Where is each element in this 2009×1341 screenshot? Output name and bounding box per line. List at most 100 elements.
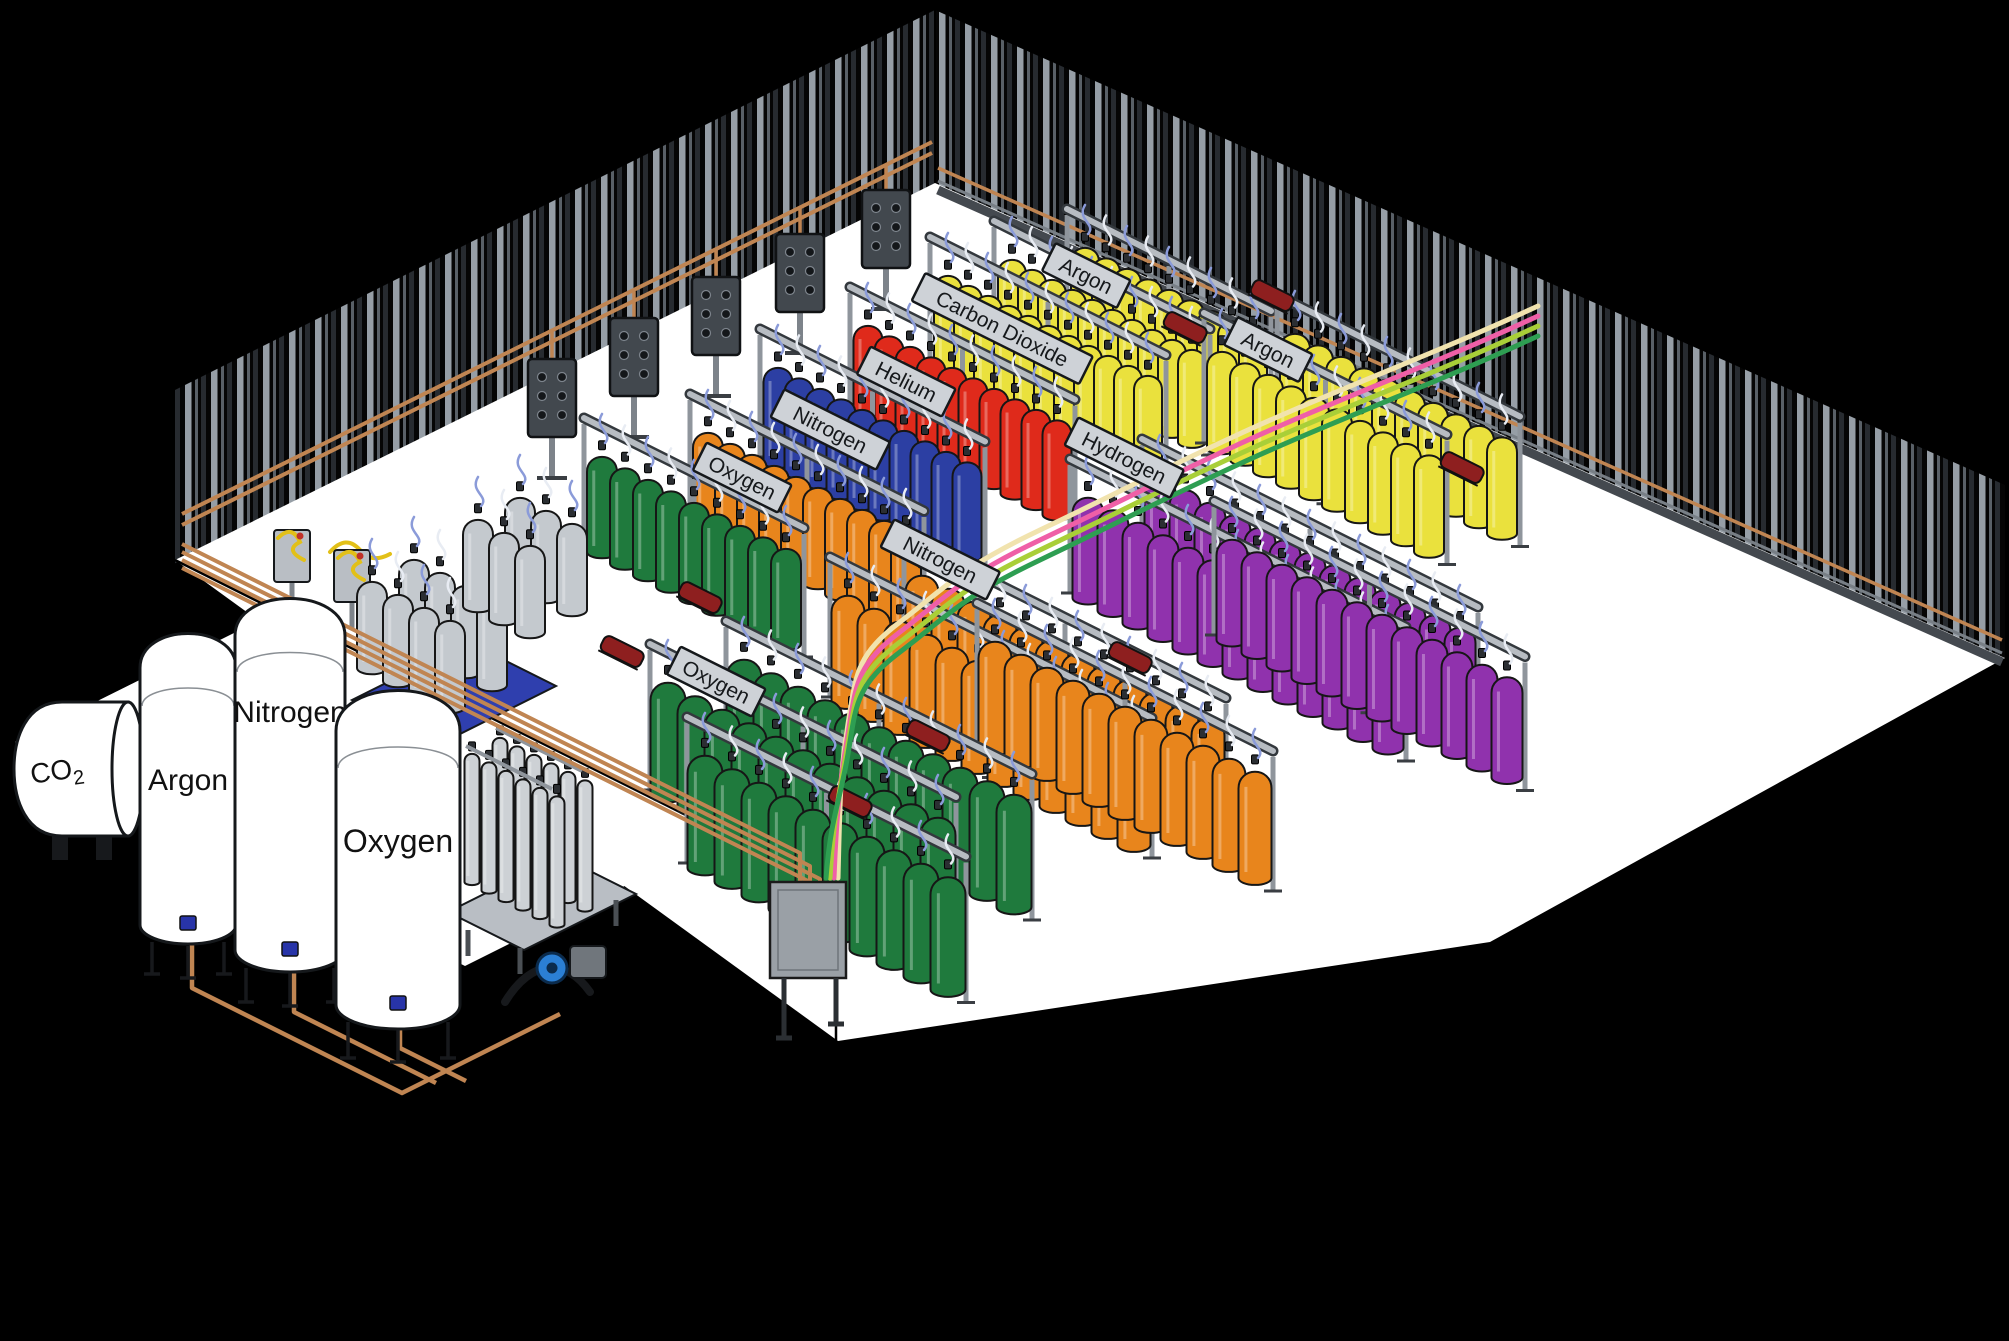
tank-legs	[238, 968, 342, 1008]
fill-hose	[1278, 520, 1289, 553]
station-indicator	[356, 552, 364, 560]
cylinder-valve	[837, 383, 845, 394]
fill-hose	[917, 819, 928, 852]
fill-hose	[799, 706, 810, 738]
gas-cylinder	[531, 786, 549, 921]
panel-gauge	[700, 327, 712, 339]
fill-hose	[836, 454, 847, 487]
tank-legs	[144, 942, 232, 980]
fill-hose	[667, 447, 678, 479]
fill-hose	[1095, 649, 1106, 682]
fill-hose	[1218, 307, 1229, 340]
pump-motor	[569, 945, 607, 979]
fill-hose	[1053, 376, 1064, 408]
fill-hose	[1121, 662, 1132, 695]
rack-manifold-bar	[495, 726, 583, 773]
fill-cart	[675, 581, 723, 617]
manifold-rail-face	[827, 554, 1155, 721]
sign-plate	[692, 441, 793, 514]
pump-unit	[501, 945, 607, 1006]
cylinder-valve	[1074, 636, 1082, 647]
fill-manifold-panel	[526, 331, 578, 480]
gas-cylinder	[995, 793, 1033, 916]
fill-hose	[420, 563, 431, 596]
gas-cylinder	[1413, 454, 1445, 559]
panel-gauge	[890, 202, 902, 214]
panel-gauge	[536, 371, 548, 383]
fill-hose	[1306, 508, 1317, 541]
fill-hose	[1081, 203, 1092, 236]
panel-gauge	[784, 284, 796, 296]
fill-hose	[1383, 335, 1394, 368]
fill-cart	[1437, 451, 1485, 487]
wall-equipment	[181, 140, 2004, 667]
cylinder-valve	[1428, 622, 1436, 633]
fill-hose	[1069, 636, 1080, 669]
cylinder-valve	[1144, 263, 1152, 274]
fill-hose	[1028, 225, 1039, 258]
fill-hose	[1328, 545, 1339, 578]
fill-cart	[903, 719, 951, 755]
cylinder-valve	[1478, 647, 1486, 658]
sign-plate	[1063, 416, 1185, 499]
gas-cylinder	[497, 769, 515, 904]
fill-hose	[991, 597, 1002, 630]
panel-gauge	[556, 371, 568, 383]
fill-hose	[826, 719, 837, 752]
cylinder-valve	[948, 630, 956, 641]
cylinder-valve	[944, 259, 952, 270]
cylinder-valve	[1303, 560, 1311, 571]
cylinder-valve	[1100, 649, 1108, 660]
fill-hose	[1084, 453, 1095, 486]
fill-hose	[1331, 521, 1342, 553]
cylinder-valve	[921, 425, 929, 436]
fill-hose	[755, 738, 766, 771]
cylinder-valve	[1228, 305, 1236, 316]
cylinder-valve	[1053, 404, 1061, 415]
cylinder-valve	[1128, 303, 1136, 314]
fill-hose	[1403, 583, 1414, 615]
cylinder-valve	[870, 591, 878, 602]
cylinder-valve	[1028, 253, 1036, 264]
fill-hose	[1022, 583, 1033, 616]
fill-hose	[948, 603, 959, 636]
fill-cart-base	[675, 595, 717, 617]
cylinder-valve	[1206, 485, 1214, 496]
panel-gauge	[700, 289, 712, 301]
gas-cylinder	[1486, 436, 1518, 541]
gas-cylinder	[576, 779, 594, 913]
gas-cylinder	[1041, 419, 1073, 522]
cylinder-row-bundle-rack-tubes	[463, 725, 594, 929]
bulk-tanks: CO2 Argon Nitrogen Oxygen	[12, 597, 462, 1064]
fill-hose	[1186, 256, 1197, 288]
fill-hose	[1181, 446, 1192, 478]
cylinder-valve	[1184, 530, 1192, 541]
panel-gauge	[804, 246, 816, 258]
fill-hose	[1310, 353, 1321, 386]
panel-gauge	[870, 202, 882, 214]
cylinder-valve	[858, 393, 866, 404]
fill-hose	[1303, 533, 1314, 565]
gas-cylinder	[929, 876, 967, 998]
panel-gauge	[536, 390, 548, 402]
cylinder-valve	[1353, 585, 1361, 596]
bulk-tank-oxygen: Oxygen	[334, 689, 462, 1064]
fill-hose	[927, 313, 938, 345]
fill-hose	[1333, 365, 1344, 397]
cylinder-valve	[1278, 547, 1286, 558]
fill-hose	[1378, 570, 1389, 603]
gas-cylinder	[514, 545, 546, 640]
fill-hose	[704, 388, 715, 421]
fill-hose	[902, 487, 913, 520]
fill-hose	[1144, 331, 1155, 364]
fill-hose	[885, 292, 896, 324]
fill-hose	[956, 723, 967, 756]
tank-label-nitrogen: Nitrogen	[233, 696, 346, 729]
fill-hose	[1199, 701, 1210, 734]
gas-cylinder	[951, 461, 983, 564]
fill-hose	[526, 501, 537, 534]
cylinder-valve	[1403, 610, 1411, 621]
cylinder-valve	[1048, 623, 1056, 634]
fill-hose	[1228, 495, 1239, 528]
